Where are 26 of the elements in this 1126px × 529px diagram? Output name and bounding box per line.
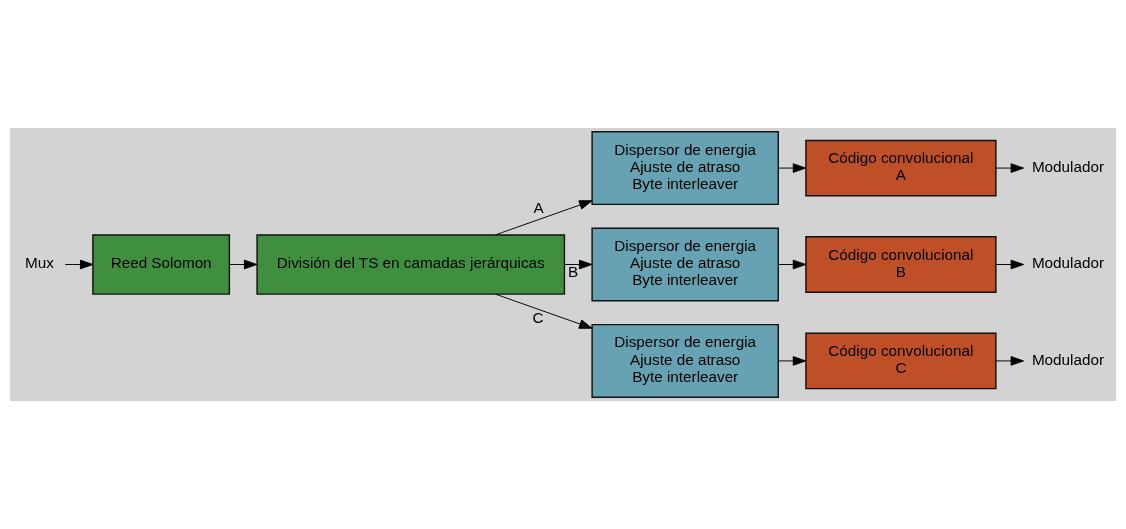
arrow [995,356,1024,366]
node-text: Mux [25,254,54,272]
node-text: Modulador [1031,254,1105,272]
node-box: Código convolucional A [805,139,997,197]
node-box: Reed Solomon [92,234,231,295]
node-box: Dispersor de energia Ajuste de atraso Byte interleaver [591,227,779,302]
edge-label: A [533,198,544,216]
node-box: División del TS en camadas jerárquicas [256,234,566,295]
edge-label: B [568,262,579,280]
node-box: Código convolucional C [805,332,997,390]
arrow [777,259,807,270]
node-box: Código convolucional B [805,236,997,293]
node-text: Modulador [1031,157,1105,175]
arrow [64,259,94,270]
arrow [495,200,593,236]
arrow [228,259,258,270]
node-text: Modulador [1031,350,1105,368]
node-box: Dispersor de energia Ajuste de atraso Byte interleaver [591,323,779,398]
arrow [777,163,807,173]
arrow [995,163,1024,173]
arrow [777,356,807,366]
arrow [995,259,1024,270]
node-box: Dispersor de energia Ajuste de atraso Byte interleaver [591,131,779,206]
arrow [564,259,593,270]
arrow [495,293,593,329]
edge-label: C [532,309,544,327]
